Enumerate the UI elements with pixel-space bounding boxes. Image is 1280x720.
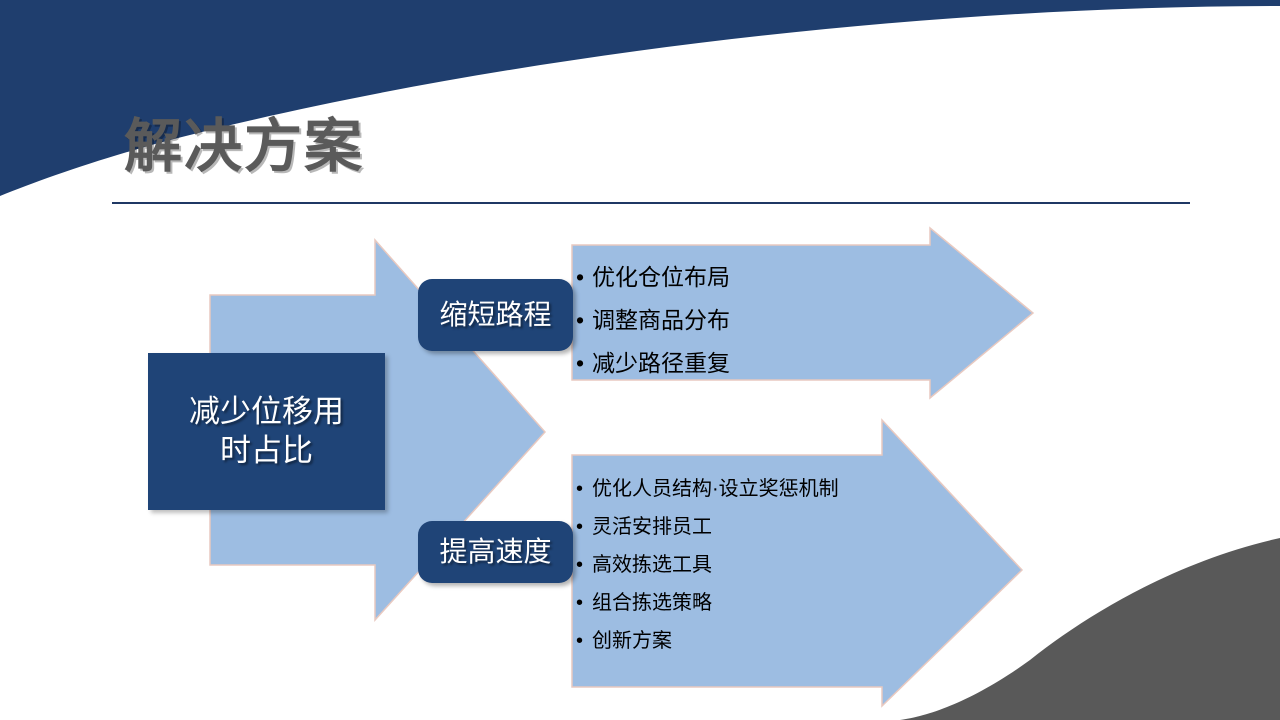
bullet-icon: • (576, 478, 584, 500)
branch-arrow-2 (571, 418, 1024, 708)
list-item: • 灵活安排员工 (576, 508, 839, 546)
list-item-label: 减少路径重复 (592, 350, 730, 376)
list-item: • 优化人员结构·设立奖惩机制 (576, 470, 839, 508)
list-item: • 优化仓位布局 (576, 256, 730, 299)
branch-1-bullet-list: • 优化仓位布局 • 调整商品分布 • 减少路径重复 (576, 256, 730, 385)
title-divider (112, 202, 1190, 204)
main-topic-label: 减少位移用 时占比 (189, 393, 344, 468)
list-item: • 组合拣选策略 (576, 584, 839, 622)
list-item-label: 灵活安排员工 (592, 516, 712, 538)
bullet-icon: • (576, 264, 585, 290)
list-item-label: 调整商品分布 (592, 307, 730, 333)
list-item-label: 优化仓位布局 (592, 264, 730, 290)
main-topic-box[interactable]: 减少位移用 时占比 (148, 353, 385, 510)
bullet-icon: • (576, 307, 585, 333)
list-item-label: 高效拣选工具 (592, 554, 712, 576)
list-item-label: 创新方案 (592, 630, 672, 652)
bullet-icon: • (576, 350, 585, 376)
branch-2-bullet-list: • 优化人员结构·设立奖惩机制 • 灵活安排员工 • 高效拣选工具 • 组合拣选… (576, 470, 839, 660)
branch-label-shorten-route[interactable]: 缩短路程 (418, 279, 573, 351)
list-item: • 调整商品分布 (576, 299, 730, 342)
bullet-icon: • (576, 516, 584, 538)
list-item: • 减少路径重复 (576, 342, 730, 385)
list-item: • 高效拣选工具 (576, 546, 839, 584)
page-title: 解决方案 (124, 114, 365, 179)
list-item: • 创新方案 (576, 622, 839, 660)
branch-label-text: 缩短路程 (439, 299, 552, 330)
branch-label-text: 提高速度 (439, 536, 552, 567)
bullet-icon: • (576, 630, 584, 652)
bullet-icon: • (576, 592, 584, 614)
list-item-label: 组合拣选策略 (592, 592, 712, 614)
branch-arrow-1 (571, 226, 1035, 400)
bullet-icon: • (576, 554, 584, 576)
list-item-label: 优化人员结构·设立奖惩机制 (592, 478, 839, 500)
branch-label-increase-speed[interactable]: 提高速度 (418, 521, 573, 583)
